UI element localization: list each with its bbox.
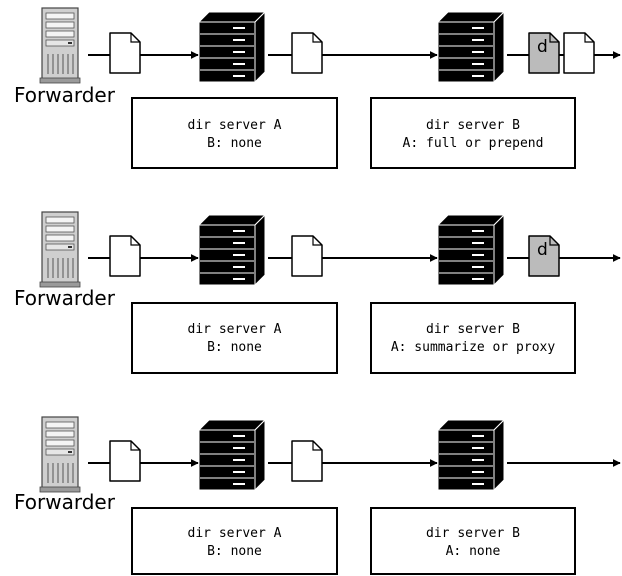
forwarder-computer-icon — [39, 416, 81, 493]
server-a-name: dir server A — [188, 118, 282, 133]
document-icon — [109, 235, 141, 277]
forwarder-label: Forwarder — [14, 286, 116, 310]
server-a-icon — [198, 214, 266, 286]
row-2: Forwarder d dir server A B: none dir ser… — [14, 211, 621, 374]
server-a-icon — [198, 419, 266, 491]
server-a-config-box — [131, 507, 338, 575]
forwarder-computer-icon — [39, 7, 81, 84]
server-a-icon — [198, 11, 266, 83]
document-marker: d — [537, 37, 548, 57]
server-a-name: dir server A — [188, 526, 282, 541]
server-a-knowledge: B: none — [207, 340, 262, 355]
server-b-name: dir server B — [426, 526, 520, 541]
server-a-config-box — [131, 97, 338, 169]
forwarder-computer-icon — [39, 211, 81, 288]
server-b-name: dir server B — [426, 322, 520, 337]
server-a-config-box — [131, 302, 338, 374]
forwarder-label: Forwarder — [14, 83, 116, 107]
document-icon — [291, 440, 323, 482]
server-a-knowledge: B: none — [207, 136, 262, 151]
row-1: Forwarder d dir server A B: none dir ser… — [14, 7, 621, 169]
server-b-name: dir server B — [426, 118, 520, 133]
server-b-config-box — [370, 97, 576, 169]
server-b-icon — [437, 214, 505, 286]
document-icon — [291, 235, 323, 277]
document-icon — [109, 32, 141, 74]
row-3: Forwarder dir server A B: none dir serve… — [14, 416, 621, 575]
server-b-config-box — [370, 302, 576, 374]
document-icon — [291, 32, 323, 74]
server-b-knowledge: A: summarize or proxy — [391, 340, 556, 355]
server-b-knowledge: A: full or prepend — [403, 136, 544, 151]
document-icon — [563, 32, 595, 74]
server-a-name: dir server A — [188, 322, 282, 337]
document-icon — [109, 440, 141, 482]
document-marker: d — [537, 240, 548, 260]
forwarder-label: Forwarder — [14, 490, 116, 514]
server-b-config-box — [370, 507, 576, 575]
server-b-icon — [437, 419, 505, 491]
server-a-knowledge: B: none — [207, 544, 262, 559]
server-b-icon — [437, 11, 505, 83]
server-b-knowledge: A: none — [446, 544, 501, 559]
